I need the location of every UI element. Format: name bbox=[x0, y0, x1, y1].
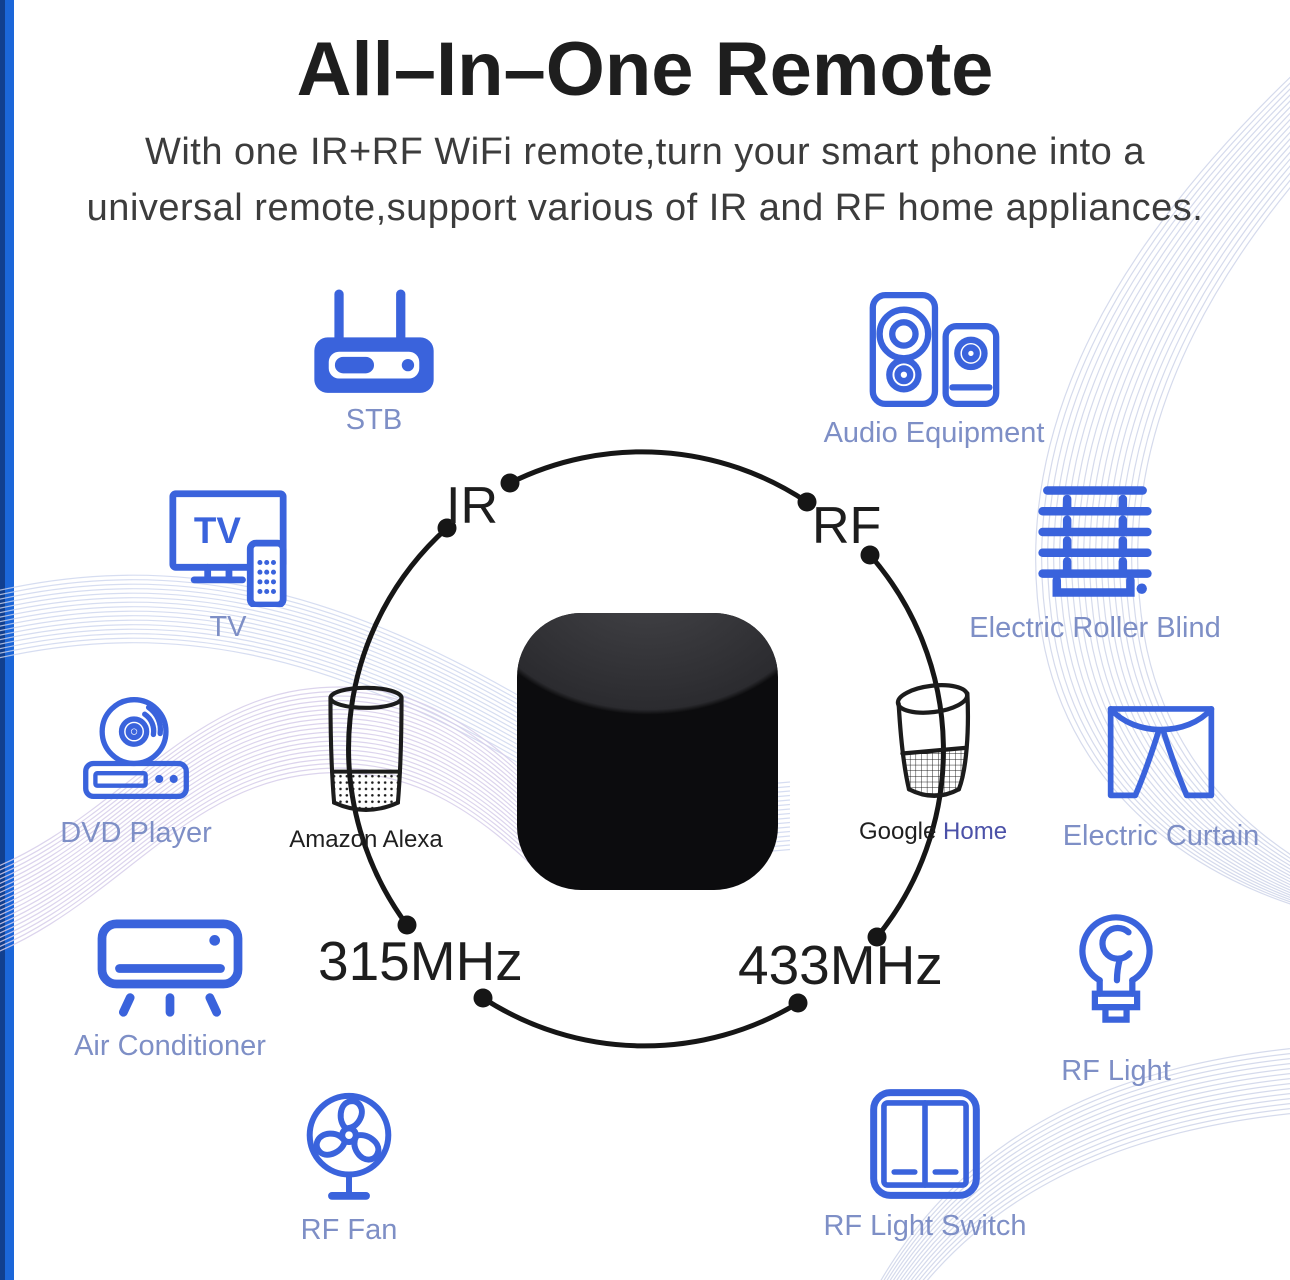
device-label: RF Light Switch bbox=[823, 1210, 1027, 1242]
device-rf-light-switch: RF Light Switch bbox=[775, 1088, 1075, 1243]
device-label: Electric Curtain bbox=[1062, 820, 1260, 852]
google-home-speaker-icon bbox=[895, 683, 971, 798]
amazon-alexa-speaker-icon bbox=[328, 685, 404, 812]
air-conditioner-icon bbox=[97, 919, 243, 1017]
device-label: TV bbox=[209, 611, 247, 643]
tv-screen-text: TV bbox=[194, 510, 241, 551]
left-edge-stripe-bright bbox=[5, 0, 14, 1280]
device-label: Audio Equipment bbox=[823, 417, 1045, 449]
left-edge-stripe-dark bbox=[0, 0, 5, 1280]
ir-band-label: IR bbox=[446, 477, 498, 535]
rf-light-icon bbox=[1079, 914, 1153, 1023]
freq-315mhz-label: 315MHz bbox=[318, 930, 523, 992]
device-label: STB bbox=[345, 404, 403, 436]
assistant-amazon-alexa: Amazon Alexa bbox=[271, 684, 461, 854]
device-dvd-player: DVD Player bbox=[17, 691, 255, 850]
sound-wave-icon bbox=[420, 721, 536, 797]
device-label: RF Fan bbox=[300, 1214, 398, 1246]
device-label: Air Conditioner bbox=[74, 1030, 266, 1062]
assistant-google-home: Google Home bbox=[838, 679, 1028, 846]
tv-icon: TV bbox=[169, 490, 287, 607]
device-label: Electric Roller Blind bbox=[969, 612, 1221, 644]
device-electric-roller-blind: Electric Roller Blind bbox=[935, 482, 1255, 645]
freq-433mhz-label: 433MHz bbox=[738, 934, 943, 996]
device-rf-fan: RF Fan bbox=[239, 1086, 459, 1247]
roller-blind-icon bbox=[1038, 486, 1152, 597]
page-subtitle-line2: universal remote,support various of IR a… bbox=[86, 187, 1204, 229]
device-label: RF Light bbox=[1061, 1055, 1171, 1087]
device-tv: TV TV bbox=[167, 487, 289, 644]
circle-dots bbox=[397, 473, 887, 1013]
stb-icon bbox=[314, 289, 434, 393]
electric-curtain-icon bbox=[1107, 706, 1215, 799]
remote-buttons bbox=[257, 559, 276, 595]
hub-gloss bbox=[517, 613, 778, 890]
sound-wave-icon bbox=[788, 722, 882, 786]
rf-fan-icon bbox=[306, 1092, 392, 1200]
page-subtitle-line1: With one IR+RF WiFi remote,turn your sma… bbox=[144, 131, 1146, 173]
assistant-label-word1: Google bbox=[858, 818, 944, 845]
device-label: DVD Player bbox=[60, 817, 212, 849]
rf-band-label: RF bbox=[812, 497, 882, 555]
circle-arcs bbox=[346, 449, 946, 1049]
dvd-player-icon bbox=[83, 697, 189, 800]
audio-equipment-icon bbox=[869, 291, 1000, 408]
device-stb: STB bbox=[294, 289, 454, 437]
device-air-conditioner: Air Conditioner bbox=[30, 918, 310, 1063]
device-rf-light: RF Light bbox=[996, 905, 1236, 1088]
device-audio-equipment: Audio Equipment bbox=[804, 291, 1064, 450]
assistant-label-word2: Home bbox=[943, 818, 1008, 845]
assistant-label: Google Home bbox=[859, 818, 1007, 846]
rf-light-switch-icon bbox=[870, 1089, 980, 1199]
assistant-label: Amazon Alexa bbox=[289, 826, 443, 853]
device-electric-curtain: Electric Curtain bbox=[1021, 700, 1290, 853]
ir-rf-hub-device bbox=[517, 613, 778, 890]
page-title: All–In–One Remote bbox=[296, 27, 994, 112]
